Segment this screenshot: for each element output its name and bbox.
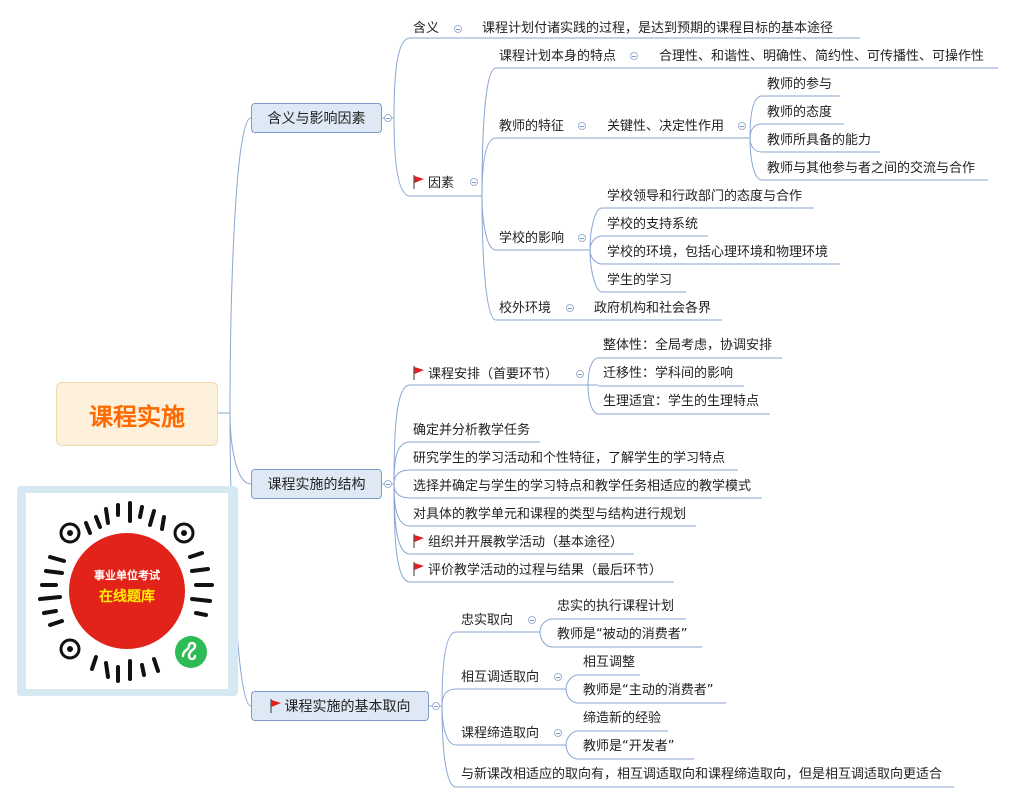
node-orientation-note[interactable]: 与新课改相适应的取向有，相互调适取向和课程缔造取向，但是相互调适取向更适合 bbox=[461, 767, 943, 782]
collapse-toggle[interactable] bbox=[554, 673, 562, 681]
node-meaning[interactable]: 含义 bbox=[413, 21, 440, 36]
node-step-label: 组织并开展教学活动（基本途径） bbox=[428, 535, 624, 550]
collapse-toggle[interactable] bbox=[384, 480, 392, 488]
flag-icon bbox=[269, 699, 281, 713]
node-step[interactable]: 选择并确定与学生的学习特点和教学任务相适应的教学模式 bbox=[413, 479, 752, 494]
node-teacher-item[interactable]: 教师的参与 bbox=[767, 77, 833, 92]
node-step[interactable]: 评价教学活动的过程与结果（最后环节） bbox=[413, 562, 662, 579]
node-arrangement-item[interactable]: 整体性：全局考虑，协调安排 bbox=[603, 338, 773, 353]
node-teacher-item[interactable]: 教师的态度 bbox=[767, 105, 833, 120]
collapse-toggle[interactable] bbox=[578, 122, 586, 130]
node-school-item[interactable]: 学校领导和行政部门的态度与合作 bbox=[607, 189, 803, 204]
node-arrangement-item[interactable]: 生理适宜：学生的生理特点 bbox=[603, 394, 760, 409]
node-step[interactable]: 组织并开展教学活动（基本途径） bbox=[413, 534, 623, 551]
collapse-toggle[interactable] bbox=[578, 234, 586, 242]
node-plan-features-detail[interactable]: 合理性、和谐性、明确性、简约性、可传播性、可操作性 bbox=[659, 49, 985, 64]
node-plan-features[interactable]: 课程计划本身的特点 bbox=[499, 49, 617, 64]
node-enactment[interactable]: 课程缔造取向 bbox=[461, 726, 540, 741]
node-arrangement-item[interactable]: 迁移性：学科间的影响 bbox=[603, 366, 734, 381]
collapse-toggle[interactable] bbox=[576, 370, 584, 378]
root-topic[interactable]: 课程实施 bbox=[56, 382, 218, 446]
node-teacher-item[interactable]: 教师与其他参与者之间的交流与合作 bbox=[767, 161, 976, 176]
collapse-toggle[interactable] bbox=[432, 702, 440, 710]
node-factors-label: 因素 bbox=[428, 176, 455, 191]
node-fidelity-item[interactable]: 教师是“被动的消费者” bbox=[557, 627, 688, 642]
node-teacher-item[interactable]: 教师所具备的能力 bbox=[767, 133, 872, 148]
qr-line2: 在线题库 bbox=[99, 588, 155, 605]
node-outside[interactable]: 校外环境 bbox=[499, 301, 552, 316]
node-school-item[interactable]: 学生的学习 bbox=[607, 273, 673, 288]
node-school[interactable]: 学校的影响 bbox=[499, 231, 565, 246]
node-mutual-item[interactable]: 教师是“主动的消费者” bbox=[583, 683, 714, 698]
branch-meaning-factors[interactable]: 含义与影响因素 bbox=[251, 103, 382, 133]
node-mutual-item[interactable]: 相互调整 bbox=[583, 655, 636, 670]
qr-line1: 事业单位考试 bbox=[94, 568, 160, 582]
node-mutual[interactable]: 相互调适取向 bbox=[461, 670, 540, 685]
collapse-toggle[interactable] bbox=[566, 304, 574, 312]
node-factors[interactable]: 因素 bbox=[413, 175, 454, 192]
node-school-item[interactable]: 学校的环境，包括心理环境和物理环境 bbox=[607, 245, 829, 260]
collapse-toggle[interactable] bbox=[470, 178, 478, 186]
collapse-toggle[interactable] bbox=[738, 122, 746, 130]
collapse-toggle[interactable] bbox=[454, 25, 462, 33]
node-step[interactable]: 对具体的教学单元和课程的类型与结构进行规划 bbox=[413, 507, 687, 522]
node-fidelity-item[interactable]: 忠实的执行课程计划 bbox=[557, 599, 675, 614]
flag-icon bbox=[413, 175, 424, 189]
branch-orientation-label: 课程实施的基本取向 bbox=[284, 699, 411, 715]
node-teacher[interactable]: 教师的特征 bbox=[499, 119, 565, 134]
flag-icon bbox=[413, 562, 424, 576]
collapse-toggle[interactable] bbox=[384, 114, 392, 122]
collapse-toggle[interactable] bbox=[528, 616, 536, 624]
collapse-toggle[interactable] bbox=[554, 729, 562, 737]
node-enactment-item[interactable]: 教师是“开发者” bbox=[583, 739, 675, 754]
flag-icon bbox=[413, 534, 424, 548]
flag-icon bbox=[413, 366, 424, 380]
node-fidelity[interactable]: 忠实取向 bbox=[461, 613, 514, 628]
qr-code-icon: 事业单位考试 在线题库 bbox=[38, 501, 214, 683]
node-arrangement[interactable]: 课程安排（首要环节） bbox=[413, 366, 558, 383]
node-teacher-detail[interactable]: 关键性、决定性作用 bbox=[607, 119, 725, 134]
node-enactment-item[interactable]: 缔造新的经验 bbox=[583, 711, 662, 726]
node-school-item[interactable]: 学校的支持系统 bbox=[607, 217, 699, 232]
node-step-label: 评价教学活动的过程与结果（最后环节） bbox=[428, 563, 663, 578]
qr-code-panel: 事业单位考试 在线题库 bbox=[17, 486, 238, 696]
node-outside-detail[interactable]: 政府机构和社会各界 bbox=[594, 301, 712, 316]
branch-orientation[interactable]: 课程实施的基本取向 bbox=[251, 691, 429, 721]
node-step[interactable]: 确定并分析教学任务 bbox=[413, 423, 531, 438]
collapse-toggle[interactable] bbox=[630, 52, 638, 60]
node-meaning-detail[interactable]: 课程计划付诸实践的过程，是达到预期的课程目标的基本途径 bbox=[482, 21, 834, 36]
node-step[interactable]: 研究学生的学习活动和个性特征，了解学生的学习特点 bbox=[413, 451, 726, 466]
node-arrangement-label: 课程安排（首要环节） bbox=[428, 367, 559, 382]
branch-structure[interactable]: 课程实施的结构 bbox=[251, 469, 382, 499]
